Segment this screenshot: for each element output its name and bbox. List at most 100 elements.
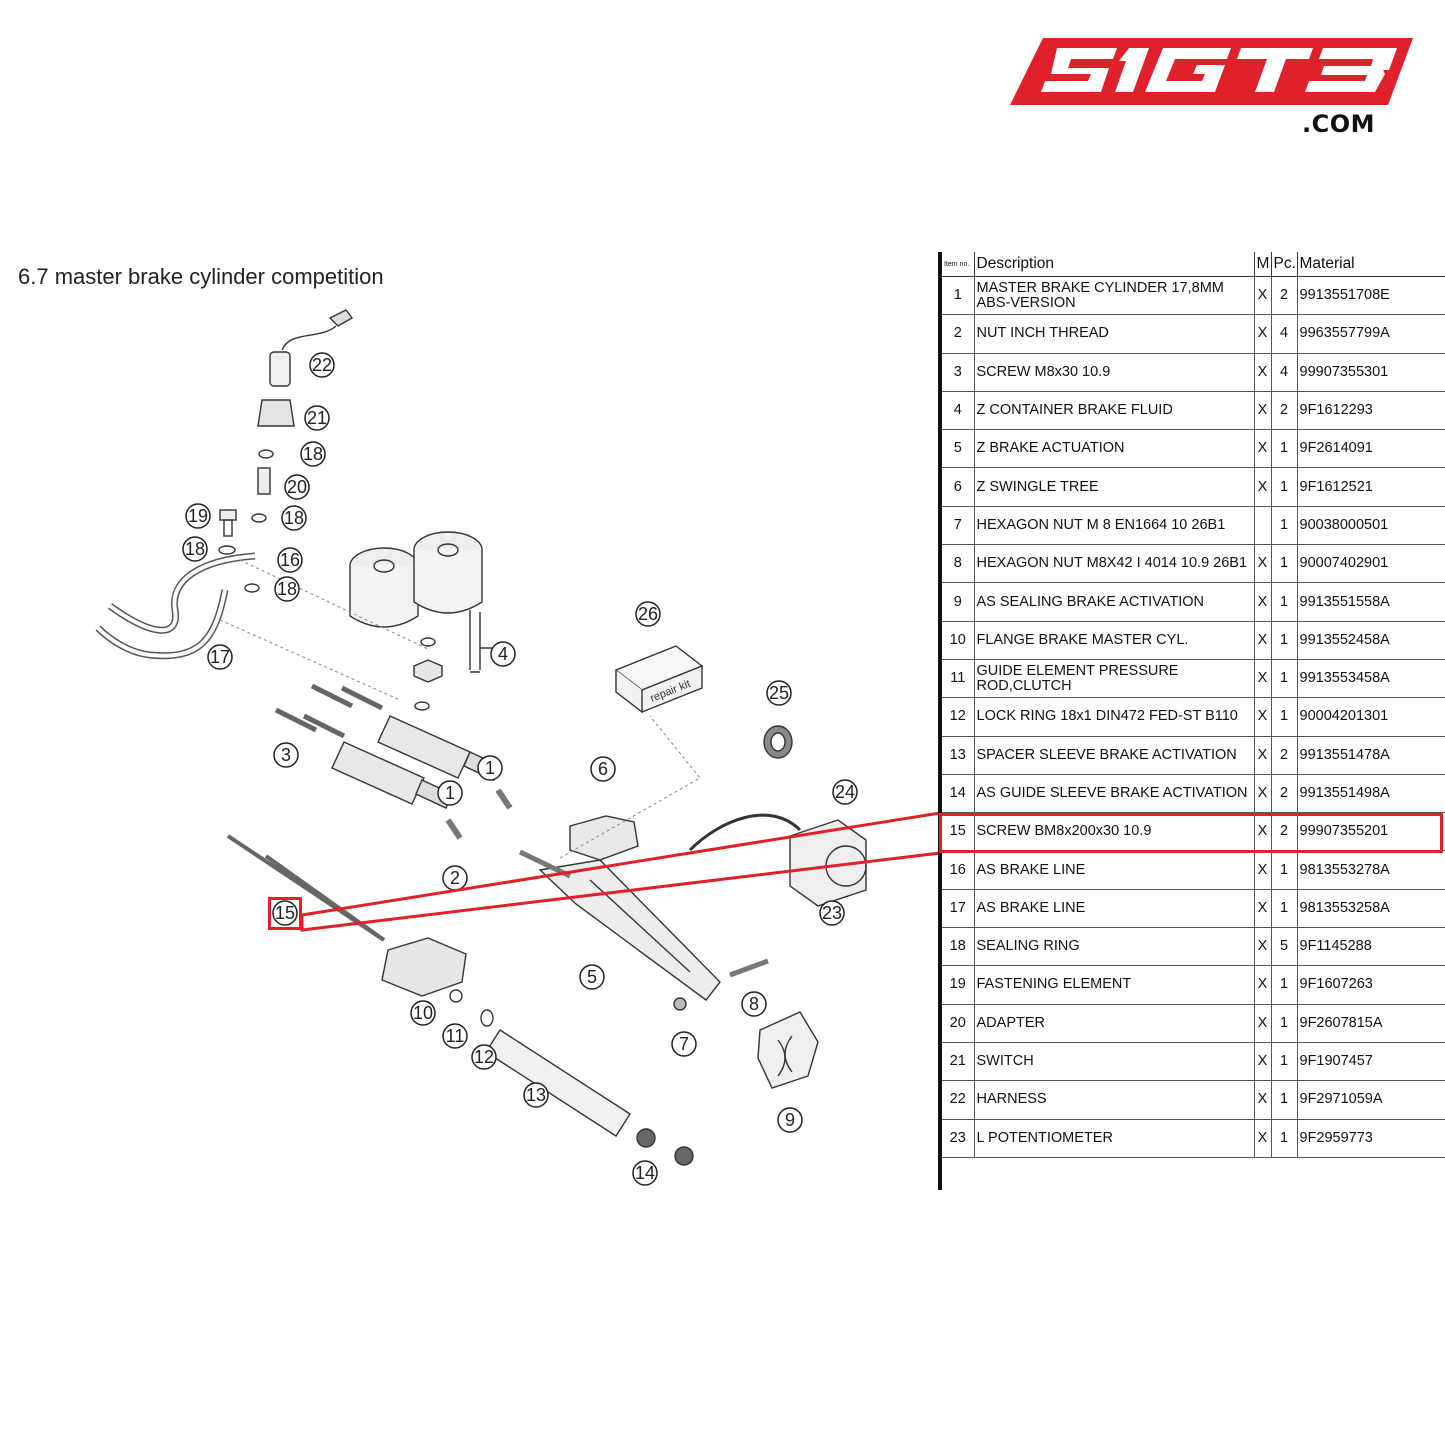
cell-pc: 2 [1270,812,1297,852]
cell-description: MASTER BRAKE CYLINDER 17,8MM ABS-VERSION [973,276,1254,316]
cell-material: 9813553278A [1296,850,1445,890]
cell-item-no: 16 [942,850,974,890]
callout-number: 18 [284,508,304,528]
callout-number: 10 [413,1003,433,1023]
cell-material: 90007402901 [1296,544,1445,584]
callout-circle [671,1031,697,1057]
callout-circle [471,1044,497,1070]
callout-number: 14 [635,1163,655,1183]
callout-number: 15 [275,903,295,923]
cell-pc: 1 [1270,850,1297,890]
cell-description: Z CONTAINER BRAKE FLUID [973,391,1254,431]
callout-number: 25 [769,683,789,703]
cell-m: X [1253,314,1271,354]
callout-circle [281,505,307,531]
cell-pc: 2 [1270,774,1297,814]
cell-description: SWITCH [973,1042,1254,1082]
callout-number: 7 [679,1034,689,1054]
callout-circle [410,1000,436,1026]
cell-item-no: 19 [942,965,974,1005]
callout-circle [274,576,300,602]
cell-pc: 1 [1270,544,1297,584]
cell-material: 9F1612293 [1296,391,1445,431]
cell-description: FASTENING ELEMENT [973,965,1254,1005]
callout-number: 11 [446,1026,465,1046]
cell-m: X [1253,697,1271,737]
cell-material: 9F1612521 [1296,467,1445,507]
callout-circle [284,474,310,500]
cell-material: 9913551708E [1296,276,1445,316]
cell-m: X [1253,621,1271,660]
cell-m: X [1253,391,1271,431]
callout-number: 24 [835,782,855,802]
cell-m: X [1253,927,1271,967]
cell-m: X [1253,659,1271,699]
callout-15-highlight [268,897,302,930]
callout-number: 8 [749,994,759,1014]
cell-pc: 1 [1270,965,1297,1005]
cell-m: X [1253,276,1271,316]
cell-item-no: 17 [942,889,974,929]
cell-pc: 1 [1270,697,1297,737]
cell-item-no: 7 [942,506,974,546]
cell-item-no: 18 [942,927,974,967]
cell-m: X [1253,774,1271,814]
cell-pc: 1 [1270,1080,1297,1120]
cell-pc: 1 [1270,429,1297,469]
callout-number: 1 [485,758,495,778]
cell-description: NUT INCH THREAD [973,314,1254,354]
cell-m: X [1253,850,1271,890]
cell-material: 9F2959773 [1296,1119,1445,1158]
cell-material: 9F2971059A [1296,1080,1445,1120]
callout-circle [635,601,661,627]
cell-item-no: 23 [942,1119,974,1158]
callout-circle [272,900,298,926]
header-material: Material [1296,252,1445,277]
cell-item-no: 14 [942,774,974,814]
cell-m: X [1253,1004,1271,1043]
cell-description: AS BRAKE LINE [973,850,1254,890]
cell-m [1253,506,1271,546]
callout-circle [632,1160,658,1186]
cell-pc: 5 [1270,927,1297,967]
cell-material: 9913551558A [1296,582,1445,622]
cell-material: 9F2614091 [1296,429,1445,469]
table-left-border [938,252,942,1190]
cell-description: ADAPTER [973,1004,1254,1043]
callout-number: 26 [638,604,658,624]
cell-m: X [1253,965,1271,1005]
callout-number: 20 [287,477,307,497]
cell-item-no: 12 [942,697,974,737]
cell-pc: 1 [1270,506,1297,546]
cell-item-no: 1 [942,276,974,316]
cell-description: HEXAGON NUT M 8 EN1664 10 26B1 [973,506,1254,546]
header-pc: Pc. [1270,252,1297,277]
cell-item-no: 11 [942,659,974,699]
callout-circle [273,742,299,768]
callout-number: 13 [526,1085,546,1105]
cell-m: X [1253,1119,1271,1158]
cell-material: 9913552458A [1296,621,1445,660]
callout-circle [185,503,211,529]
cell-description: SEALING RING [973,927,1254,967]
